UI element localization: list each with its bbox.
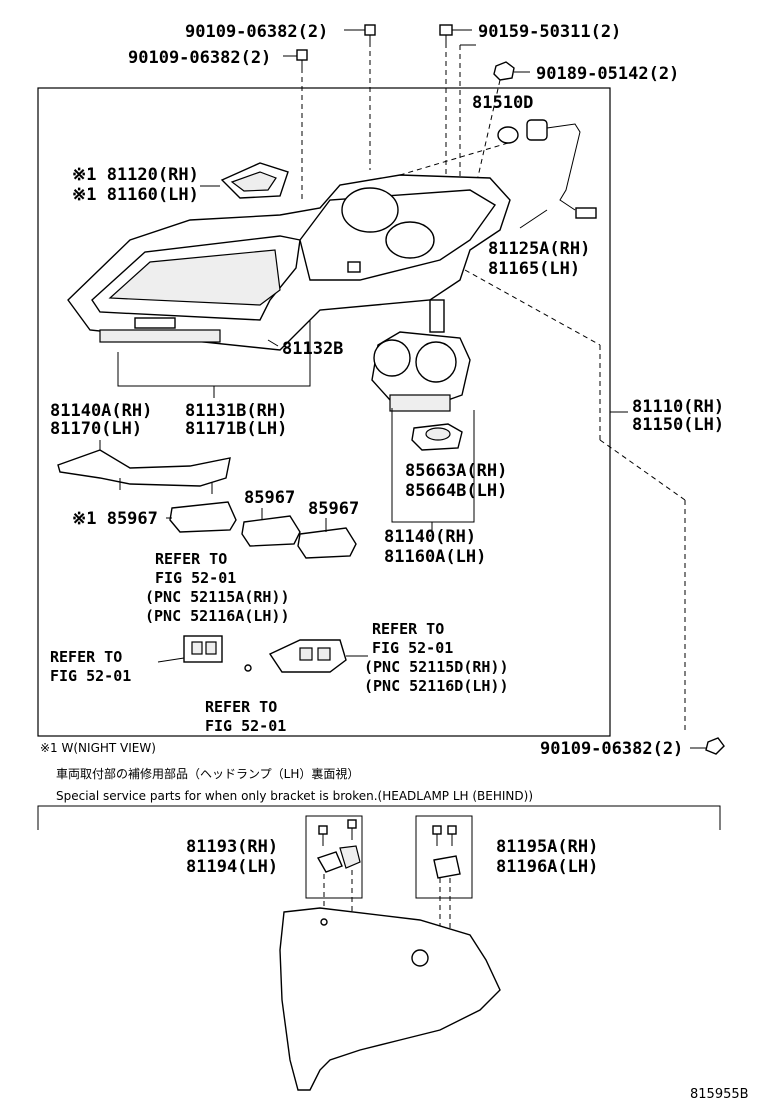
refer-to-3-line2: FIG 52-01 (50, 667, 131, 685)
part-number-81131b-rh: 81131B(RH) (185, 401, 287, 421)
part-number-81132b: 81132B (282, 339, 343, 359)
part-number-81510d: 81510D (472, 93, 533, 113)
part-number-81120-rh: ※1 81120(RH) (72, 165, 199, 185)
part-number-81194-lh: 81194(LH) (186, 857, 278, 877)
footnote-night-view: ※1 W(NIGHT VIEW) (40, 741, 156, 755)
bolt-icon (705, 737, 725, 755)
refer-to-1-line3: (PNC 52115A(RH)) (145, 588, 290, 606)
part-number-90159-50311: 90159-50311(2) (478, 22, 621, 42)
part-number-90109-06382-mid: 90109-06382(2) (128, 48, 271, 68)
part-number-81150-lh: 81150(LH) (632, 415, 724, 435)
nut-icon (493, 61, 515, 81)
part-number-81140a-rh: 81140A(RH) (50, 401, 152, 421)
ecu-module-shape (169, 501, 237, 533)
refer-to-4-line1: REFER TO (205, 698, 277, 716)
part-number-81195a-rh: 81195A(RH) (496, 837, 598, 857)
bracket-81120-shape (220, 162, 289, 199)
part-number-81170-lh: 81170(LH) (50, 419, 142, 439)
refer-to-2-line4: (PNC 52116D(LH)) (364, 677, 509, 695)
part-number-90189-05142: 90189-05142(2) (536, 64, 679, 84)
refer-to-1-line4: (PNC 52116A(LH)) (145, 607, 290, 625)
part-number-81160-lh: ※1 81160(LH) (72, 185, 199, 205)
part-number-81171b-lh: 81171B(LH) (185, 419, 287, 439)
caption-english: Special service parts for when only brac… (56, 789, 533, 803)
parts-box-81195a (415, 815, 473, 899)
caption-japanese: 車両取付部の補修用部品（ヘッドランプ（LH）裏面視） (56, 766, 359, 781)
part-number-90109-06382-top: 90109-06382(2) (185, 22, 328, 42)
refer-to-3-line1: REFER TO (50, 648, 122, 666)
part-number-81110-rh: 81110(RH) (632, 397, 724, 417)
refer-to-2-line2: FIG 52-01 (372, 639, 453, 657)
lamp-socket-shape (411, 423, 463, 451)
part-number-81196a-lh: 81196A(LH) (496, 857, 598, 877)
figure-code: 815955B (690, 1087, 749, 1102)
part-number-85967-a: 85967 (244, 488, 295, 508)
part-number-81193-rh: 81193(RH) (186, 837, 278, 857)
refer-to-2-line3: (PNC 52115D(RH)) (364, 658, 509, 676)
refer-to-2-line1: REFER TO (372, 620, 444, 638)
parts-box-81193 (305, 815, 363, 899)
headlamp-rear-view-shape (279, 907, 501, 1091)
projector-unit-shape (371, 331, 471, 412)
part-number-90109-06382-bottom: 90109-06382(2) (540, 739, 683, 759)
part-number-81160a-lh: 81160A(LH) (384, 547, 486, 567)
part-number-85663a-rh: 85663A(RH) (405, 461, 507, 481)
screw-icon (439, 24, 453, 43)
refer-to-4-line2: FIG 52-01 (205, 717, 286, 735)
part-number-81125a-rh: 81125A(RH) (488, 239, 590, 259)
part-number-81140-rh: 81140(RH) (384, 527, 476, 547)
refer-to-1-line2: FIG 52-01 (155, 569, 236, 587)
ecu-module-shape (297, 527, 357, 559)
screw-icon (432, 825, 457, 846)
part-number-85664b-lh: 85664B(LH) (405, 481, 507, 501)
part-number-85967-b: 85967 (308, 499, 359, 519)
bolt-icon (364, 24, 376, 42)
bracket-clip-shape (433, 855, 461, 879)
bulb-icon (497, 119, 597, 219)
part-number-85967-c: ※1 85967 (72, 509, 158, 529)
trim-strip-shape (57, 449, 231, 494)
headlamp-assembly-shape (67, 174, 511, 351)
part-number-81165-lh: 81165(LH) (488, 259, 580, 279)
refer-to-1-line1: REFER TO (155, 550, 227, 568)
bracket-part-shape (268, 639, 347, 673)
bolt-icon (296, 49, 308, 68)
bracket-clip-shape (316, 845, 361, 873)
screw-icon (318, 819, 357, 846)
bracket-part-shape (183, 635, 223, 663)
ecu-module-shape (241, 515, 301, 547)
